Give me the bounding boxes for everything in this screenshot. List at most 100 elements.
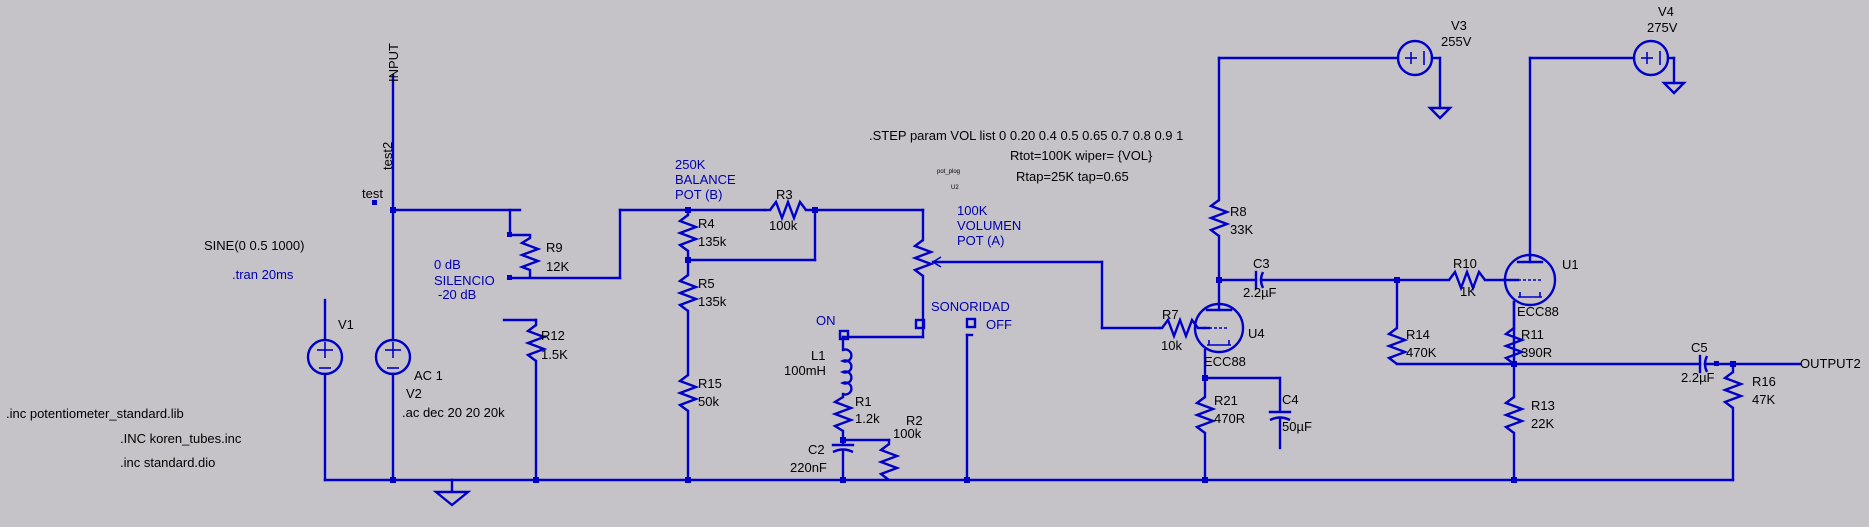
r2-value: 100k: [893, 426, 922, 441]
output-net-label: OUTPUT2: [1800, 356, 1861, 371]
r8-value: 33K: [1230, 222, 1253, 237]
resistor-r9[interactable]: [507, 208, 622, 280]
r5-name: R5: [698, 276, 715, 291]
l1-value: 100mH: [784, 363, 826, 378]
resistor-r21[interactable]: [1193, 375, 1282, 483]
u1-value: ECC88: [1517, 304, 1559, 319]
test2-net-label: test2: [380, 142, 395, 170]
r11-value: 390R: [1521, 345, 1552, 360]
pot-block-ref: U2: [951, 185, 959, 191]
r1-value: 1.2k: [855, 411, 880, 426]
r4-value: 135k: [698, 234, 727, 249]
c3-value: 2.2µF: [1243, 285, 1277, 300]
on-comment: ON: [816, 313, 836, 328]
r3-name: R3: [776, 187, 793, 202]
c4-value: 50µF: [1282, 419, 1312, 434]
rtot-directive: Rtot=100K wiper= {VOL}: [1010, 148, 1153, 163]
r14-value: 470K: [1406, 345, 1437, 360]
balance-pot[interactable]: [618, 207, 817, 483]
input-net: [372, 73, 522, 483]
v1-name: V1: [338, 317, 354, 332]
r21-value: 470R: [1214, 411, 1245, 426]
l1-name: L1: [811, 348, 825, 363]
r7-name: R7: [1162, 307, 1179, 322]
v3-value: 255V: [1441, 34, 1472, 49]
resistor-r8[interactable]: [1207, 56, 1231, 283]
capacitor-c4[interactable]: [1268, 376, 1292, 450]
rtap-directive: Rtap=25K tap=0.65: [1016, 169, 1129, 184]
input-net-label: INPUT: [386, 43, 401, 82]
tube-u4[interactable]: [1193, 278, 1245, 380]
resistor-r16[interactable]: [1721, 361, 1745, 482]
v1-value: SINE(0 0.5 1000): [204, 238, 304, 253]
v4-name: V4: [1658, 4, 1674, 19]
r12-value: 1.5K: [541, 347, 568, 362]
u1-name: U1: [1562, 257, 1579, 272]
r9-name: R9: [546, 240, 563, 255]
volume-pot[interactable]: [841, 208, 1162, 339]
v3-name: V3: [1451, 18, 1467, 33]
zero-db-comment: 0 dB: [434, 257, 461, 272]
inc-directive-3: .inc standard.dio: [120, 455, 215, 470]
r15-value: 50k: [698, 394, 719, 409]
silencio-comment: SILENCIO: [434, 273, 495, 288]
r15-name: R15: [698, 376, 722, 391]
capacitor-c5[interactable]: [1512, 354, 1802, 374]
r4-name: R4: [698, 216, 715, 231]
step-directive: .STEP param VOL list 0 0.20 0.4 0.5 0.65…: [869, 128, 1183, 143]
v2-name: V2: [406, 386, 422, 401]
u4-name: U4: [1248, 326, 1265, 341]
r13-name: R13: [1531, 398, 1555, 413]
c2-value: 220nF: [790, 460, 827, 475]
v2-value: AC 1: [414, 368, 443, 383]
r10-name: R10: [1453, 256, 1477, 271]
ac-directive: .ac dec 20 20 20k: [402, 405, 505, 420]
voltage-source-v1[interactable]: [306, 298, 344, 482]
balance-comment-3: POT (B): [675, 187, 722, 202]
volumen-comment-3: POT (A): [957, 233, 1004, 248]
loudness-network[interactable]: [831, 329, 901, 483]
r12-name: R12: [541, 328, 565, 343]
voltage-source-v4[interactable]: [1528, 39, 1687, 95]
r8-name: R8: [1230, 204, 1247, 219]
resistor-r12[interactable]: [502, 318, 548, 483]
inc-directive-2: .INC koren_tubes.inc: [120, 431, 242, 446]
resistor-r10[interactable]: [1395, 268, 1506, 292]
ground-bus: [323, 478, 1735, 507]
loudness-off-terminal[interactable]: [964, 317, 977, 483]
c4-name: C4: [1282, 392, 1299, 407]
c5-name: C5: [1691, 340, 1708, 355]
sonoridad-comment: SONORIDAD: [931, 299, 1010, 314]
r11-name: R11: [1521, 327, 1544, 342]
r3-value: 100k: [769, 218, 798, 233]
pot-block-label: pot_plog: [937, 169, 960, 175]
c2-name: C2: [808, 442, 825, 457]
resistor-r14[interactable]: [1385, 278, 1516, 366]
test-net-label: test: [362, 186, 383, 201]
off-comment: OFF: [986, 317, 1012, 332]
resistor-r3[interactable]: [763, 198, 925, 222]
r1-name: R1: [855, 394, 872, 409]
r5-value: 135k: [698, 294, 727, 309]
balance-comment-1: 250K: [675, 157, 706, 172]
r16-name: R16: [1752, 374, 1776, 389]
voltage-source-v3[interactable]: [1217, 39, 1453, 120]
balance-comment-2: BALANCE: [675, 172, 736, 187]
r9-value: 12K: [546, 259, 569, 274]
r14-name: R14: [1406, 327, 1430, 342]
resistor-r11[interactable]: [1502, 300, 1526, 483]
r2-name: R2: [906, 413, 923, 428]
r7-value: 10k: [1161, 338, 1182, 353]
minus20-comment: -20 dB: [438, 287, 476, 302]
resistor-r7[interactable]: [1158, 316, 1207, 340]
r16-value: 47K: [1752, 392, 1775, 407]
r10-value: 1K: [1460, 284, 1476, 299]
r21-name: R21: [1214, 393, 1238, 408]
v4-value: 275V: [1647, 20, 1678, 35]
tran-directive: .tran 20ms: [232, 267, 294, 282]
volumen-comment-1: 100K: [957, 203, 988, 218]
inc-directive-1: .inc potentiometer_standard.lib: [6, 406, 184, 421]
u4-value: ECC88: [1204, 354, 1246, 369]
